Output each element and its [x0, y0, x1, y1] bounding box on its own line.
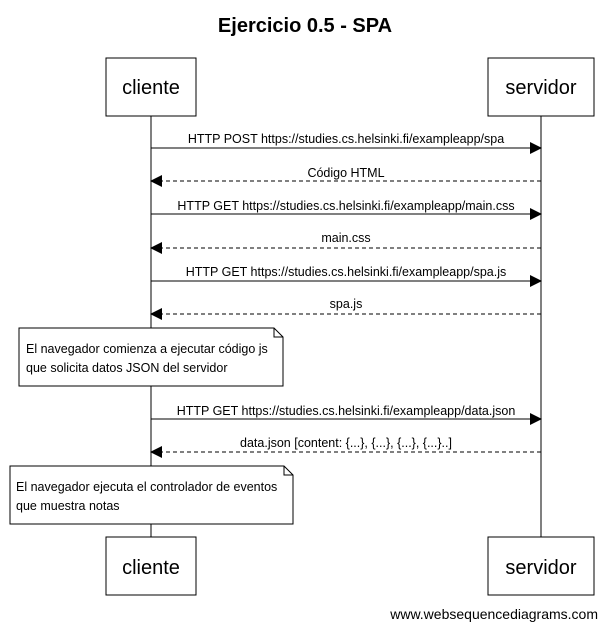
credit-link[interactable]: www.websequencediagrams.com: [389, 606, 598, 622]
actor-server-bottom: servidor: [487, 536, 595, 596]
message-label: spa.js: [330, 297, 363, 311]
message-4: main.css: [150, 231, 541, 254]
message-3: HTTP GET https://studies.cs.helsinki.fi/…: [151, 199, 542, 220]
message-8: data.json [content: {...}, {...}, {...},…: [150, 436, 541, 458]
note-line: El navegador comienza a ejecutar código …: [26, 342, 268, 356]
message-6: spa.js: [150, 297, 541, 320]
diagram-title: Ejercicio 0.5 - SPA: [218, 15, 392, 37]
note-line: El navegador ejecuta el controlador de e…: [16, 480, 277, 494]
note-2: El navegador ejecuta el controlador de e…: [9, 465, 294, 525]
note-line: que muestra notas: [16, 499, 120, 513]
note-1: El navegador comienza a ejecutar código …: [18, 327, 284, 387]
message-2: Código HTML: [150, 166, 541, 187]
actor-server-label: servidor: [505, 557, 576, 579]
message-label: Código HTML: [307, 166, 384, 180]
note-line: que solicita datos JSON del servidor: [26, 361, 227, 375]
message-label: data.json [content: {...}, {...}, {...},…: [240, 436, 452, 450]
actor-server-top: servidor: [487, 57, 595, 117]
message-1: HTTP POST https://studies.cs.helsinki.fi…: [151, 132, 542, 154]
actor-client-label: cliente: [122, 77, 180, 99]
message-label: main.css: [321, 231, 370, 245]
actor-server-label: servidor: [505, 77, 576, 99]
message-label: HTTP GET https://studies.cs.helsinki.fi/…: [177, 199, 514, 213]
message-7: HTTP GET https://studies.cs.helsinki.fi/…: [151, 404, 542, 425]
message-5: HTTP GET https://studies.cs.helsinki.fi/…: [151, 265, 542, 287]
actor-client-top: cliente: [105, 57, 197, 117]
message-label: HTTP POST https://studies.cs.helsinki.fi…: [188, 132, 504, 146]
actor-client-bottom: cliente: [105, 536, 197, 596]
message-label: HTTP GET https://studies.cs.helsinki.fi/…: [177, 404, 516, 418]
actor-client-label: cliente: [122, 557, 180, 579]
message-label: HTTP GET https://studies.cs.helsinki.fi/…: [186, 265, 507, 279]
